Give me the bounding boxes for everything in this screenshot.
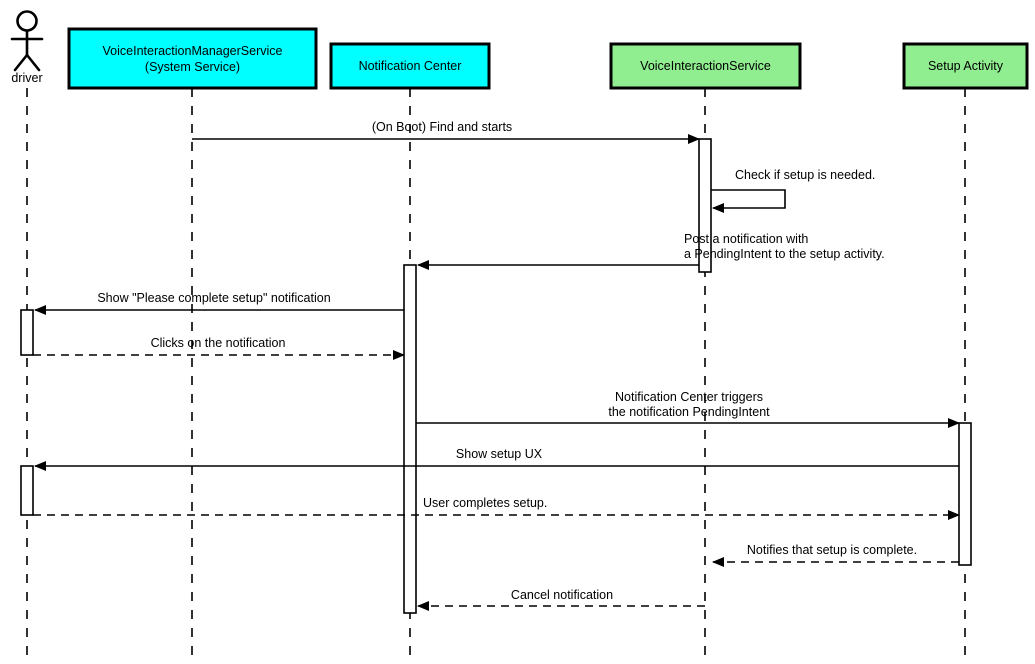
message-label-m8: User completes setup. — [423, 496, 548, 510]
activation-driver-2 — [20, 465, 34, 516]
message-arrow-m2 — [711, 189, 786, 213]
activation-voice-interaction-service — [698, 138, 712, 273]
message-label-m5: Clicks on the notification — [150, 336, 286, 350]
message-label-m6-line2: the notification PendingIntent — [608, 405, 770, 419]
message-label-m6: Notification Center triggers the notific… — [608, 390, 769, 420]
message-label-m3: Post a notification with a PendingIntent… — [684, 232, 885, 262]
message-arrows — [33, 134, 960, 611]
message-label-m6-line1: Notification Center triggers — [615, 390, 763, 404]
participant-box-vims — [67, 27, 318, 90]
actor-label-driver: driver — [11, 71, 43, 85]
participant-box-setup-activity — [902, 42, 1029, 90]
activation-bars — [20, 138, 972, 614]
message-label-m7: Show setup UX — [455, 447, 543, 461]
activation-driver-1 — [20, 309, 34, 356]
message-label-m4: Show "Please complete setup" notificatio… — [97, 291, 331, 305]
activation-notification-center — [403, 264, 417, 614]
actor-driver-icon — [10, 10, 44, 72]
participant-boxes — [67, 27, 1029, 90]
message-label-m3-line2: a PendingIntent to the setup activity. — [684, 247, 885, 261]
message-label-m9: Notifies that setup is complete. — [746, 543, 918, 557]
message-label-m10: Cancel notification — [510, 588, 614, 602]
message-label-m2: Check if setup is needed. — [735, 168, 876, 182]
activation-setup-activity — [958, 422, 972, 566]
message-label-m1: (On Boot) Find and starts — [371, 120, 513, 134]
participant-box-voice-interaction-service — [609, 42, 802, 90]
message-label-m3-line1: Post a notification with — [684, 232, 809, 246]
participant-box-notification-center — [329, 42, 491, 90]
